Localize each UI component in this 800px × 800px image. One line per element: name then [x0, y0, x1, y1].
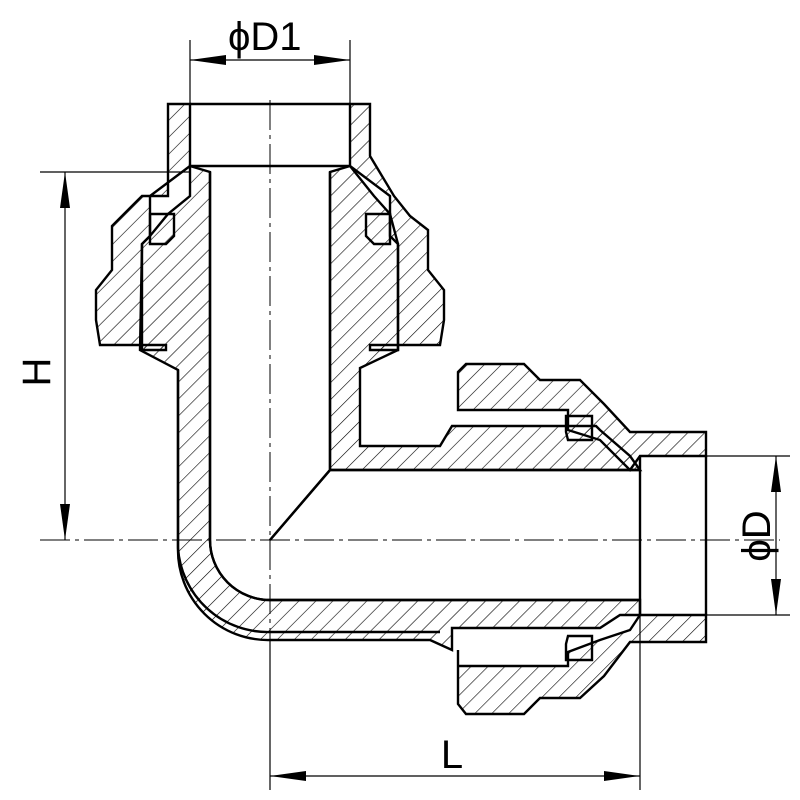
d-label: ϕD — [735, 510, 779, 561]
elbow-inner-wall — [208, 172, 640, 602]
side-seal-bottom — [564, 634, 594, 662]
d1-label: ϕD1 — [228, 15, 302, 59]
h-arrow-top — [60, 172, 70, 208]
side-seal-top — [564, 414, 594, 442]
elbow-body-right-section — [269, 164, 643, 541]
h-arrow-bottom — [60, 504, 70, 540]
d1-arrow-right — [314, 55, 350, 65]
l-arrow-left — [270, 771, 306, 781]
elbow-inner-wall-top — [269, 172, 332, 541]
l-label: L — [441, 733, 463, 777]
d-arrow-bottom — [771, 579, 781, 615]
h-label: H — [15, 358, 59, 387]
l-arrow-right — [604, 771, 640, 781]
elbow-outer-wall — [176, 370, 440, 634]
d-arrow-top — [771, 456, 781, 492]
side-nut-bottom-section — [456, 613, 708, 716]
d1-arrow-left — [190, 55, 226, 65]
